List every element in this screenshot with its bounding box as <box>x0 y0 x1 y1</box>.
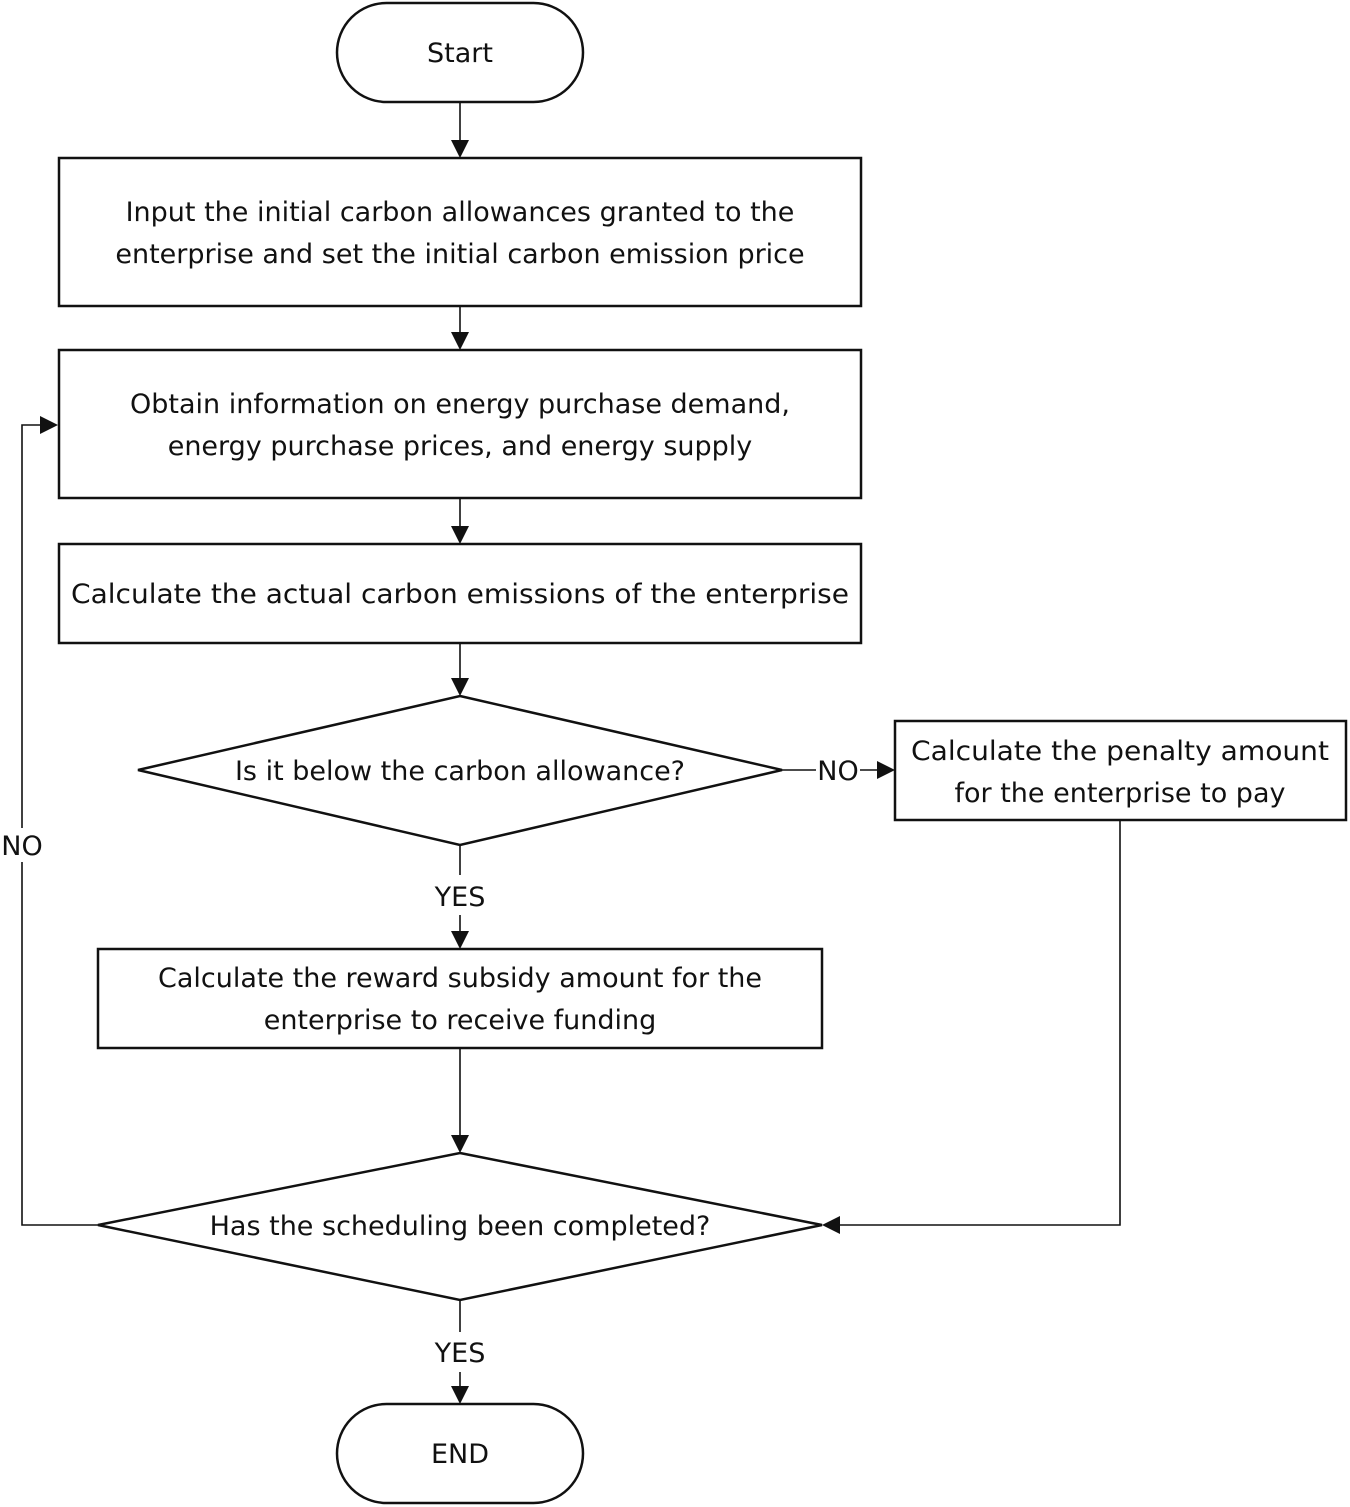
arrowhead <box>451 526 469 544</box>
node-start-label: Start <box>427 38 493 69</box>
arrowhead <box>451 332 469 350</box>
node-calculate-emissions: Calculate the actual carbon emissions of… <box>57 542 863 645</box>
arrowhead <box>822 1216 840 1234</box>
process-shape <box>57 156 863 308</box>
arrowhead <box>451 1135 469 1153</box>
arrowhead <box>877 761 895 779</box>
edge-label-completed-no: NO <box>1 831 42 862</box>
node-obtain: Obtain information on energy purchase de… <box>57 348 863 500</box>
node-end: END <box>335 1402 585 1505</box>
node-input-line-2: enterprise and set the initial carbon em… <box>115 239 804 270</box>
connectors <box>21 102 1121 1404</box>
decision-shape <box>97 1151 823 1302</box>
node-end-label: END <box>431 1439 489 1470</box>
terminal-shape <box>335 1402 585 1505</box>
node-obtain-line-2: energy purchase prices, and energy suppl… <box>168 431 753 462</box>
edge-label-completed-yes: YES <box>434 1338 486 1369</box>
node-completed-label: Has the scheduling been completed? <box>210 1211 711 1242</box>
decision-shape <box>137 694 783 847</box>
process-shape <box>57 542 863 645</box>
node-start: Start <box>335 1 585 104</box>
node-input-line-1: Input the initial carbon allowances gran… <box>126 197 795 228</box>
node-input: Input the initial carbon allowances gran… <box>57 156 863 308</box>
node-calculate-emissions-label: Calculate the actual carbon emissions of… <box>71 579 849 610</box>
arrowhead <box>40 416 58 434</box>
node-below-allowance-label: Is it below the carbon allowance? <box>235 756 685 787</box>
arrowhead <box>451 1386 469 1404</box>
arrowhead <box>451 140 469 158</box>
edge-label-below-no: NO <box>817 756 858 787</box>
node-reward: Calculate the reward subsidy amount for … <box>96 947 824 1050</box>
process-shape <box>96 947 824 1050</box>
process-shape <box>57 348 863 500</box>
node-penalty: Calculate the penalty amount for the ent… <box>893 719 1348 822</box>
arrowhead <box>451 678 469 696</box>
node-completed: Has the scheduling been completed? <box>97 1151 823 1302</box>
edge-labels: NO YES NO YES <box>1 756 858 1369</box>
edge-completed-no-segment <box>21 424 42 828</box>
node-below-allowance: Is it below the carbon allowance? <box>137 694 783 847</box>
edge-completed-no-segment <box>21 862 98 1226</box>
node-penalty-line-2: for the enterprise to pay <box>955 778 1286 809</box>
process-shape <box>893 719 1348 822</box>
terminal-shape <box>335 1 585 104</box>
node-obtain-line-1: Obtain information on energy purchase de… <box>130 389 790 420</box>
node-penalty-line-1: Calculate the penalty amount <box>911 736 1329 767</box>
edge-label-below-yes: YES <box>434 882 486 913</box>
node-reward-line-1: Calculate the reward subsidy amount for … <box>158 963 762 994</box>
edge-penalty-to-completed <box>838 820 1121 1226</box>
node-reward-line-2: enterprise to receive funding <box>264 1005 657 1036</box>
arrowhead <box>451 931 469 949</box>
